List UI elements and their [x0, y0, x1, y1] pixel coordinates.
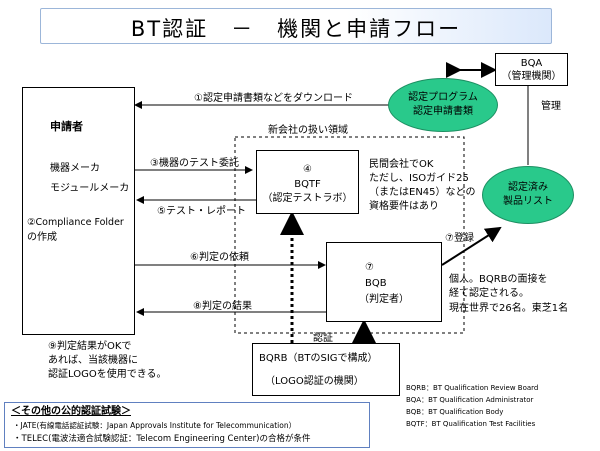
new-company-area-label: 新会社の扱い領域 [268, 125, 348, 136]
new-company-region [234, 136, 465, 334]
bqtf-name: BQTF [294, 179, 321, 190]
bqb-note-line3: 現在世界で26名。東芝1名 [449, 303, 569, 314]
applicant-folder-line2: の作成 [27, 232, 57, 243]
other-tests-telec: ・TELEC(電波法適合試験認証：Telecom Engineering Cen… [13, 434, 311, 444]
bqrb-line2: （LOGO認証の機関） [265, 376, 364, 387]
step9-line1: ⑨判定結果がOKで [48, 341, 132, 352]
certification-label: 認証 [313, 333, 333, 344]
product-ellipse-line2: 製品リスト [503, 196, 553, 207]
certification-program-ellipse: 認定プログラム 認定申請書類 [388, 78, 498, 132]
bqrb-box: BQRB（BTのSIGで構成） （LOGO認証の機関） [252, 343, 400, 396]
bqtf-note-line1: 民間会社でOK [369, 159, 434, 170]
bqb-number: ⑦ [365, 262, 374, 273]
product-ellipse-line1: 認定済み [508, 182, 548, 193]
step9-line2: あれば、当該機器に [48, 355, 138, 366]
bqtf-note-line3: （またはEN45）などの [369, 187, 476, 198]
certified-product-list-ellipse: 認定済み 製品リスト [482, 166, 574, 224]
bqb-note-line1: 個人。BQRBの面接を [449, 274, 548, 285]
abbrev-bqtf: BQTF：BT Qualification Test Facilities [406, 420, 536, 428]
step6-label: ⑥判定の依頼 [190, 252, 249, 263]
other-tests-jate: ・JATE(有線電話認証試験：Japan Approvals Institute… [13, 421, 297, 430]
bqtf-number: ④ [303, 164, 312, 175]
step5-label: ⑤テスト・レポート [157, 206, 246, 217]
abbrev-bqrb: BQRB：BT Qualification Review Board [406, 384, 539, 392]
bqb-note-line2: 経て認定される。 [449, 288, 529, 299]
bqtf-note-line4: 資格要件はあり [369, 201, 439, 212]
bqtf-subtitle: （認定テストラボ） [262, 193, 353, 204]
program-ellipse-line1: 認定プログラム [408, 92, 478, 103]
other-tests-box: ＜その他の公的認証試験＞ ・JATE(有線電話認証試験：Japan Approv… [4, 402, 370, 448]
applicant-folder-line1: ②Compliance Folder [27, 217, 124, 228]
bqa-subtitle: （管理機関） [501, 71, 562, 82]
bqa-name: BQA [520, 58, 543, 69]
bqrb-line1: BQRB（BTのSIGで構成） [259, 353, 378, 364]
step9-line3: 認証LOGOを使用できる。 [48, 369, 167, 380]
applicant-box: 申請者 機器メーカ モジュールメーカ ②Compliance Folder の作… [22, 87, 135, 335]
step3-label: ③機器のテスト委託 [150, 158, 239, 169]
applicant-maker1: 機器メーカ [50, 163, 100, 174]
abbrev-bqb: BQB：BT Qualification Body [406, 408, 504, 416]
bqtf-box: ④ BQTF （認定テストラボ） [256, 150, 359, 214]
admin-label: 管理 [541, 101, 561, 112]
bqb-name: BQB [365, 278, 387, 289]
step7-label: ⑦登録 [445, 233, 474, 244]
abbrev-bqa: BQA：BT Qualification Administrator [406, 396, 534, 404]
title-banner: BT認証 － 機関と申請フロー [40, 8, 552, 44]
bqtf-note-line2: ただし、ISOガイド25 [369, 173, 469, 184]
page-title: BT認証 － 機関と申請フロー [130, 17, 462, 41]
applicant-maker2: モジュールメーカ [50, 183, 130, 194]
program-ellipse-line2: 認定申請書類 [413, 106, 473, 117]
arrow-step7 [441, 226, 502, 266]
bqb-subtitle: （判定者） [359, 294, 409, 305]
other-tests-heading: ＜その他の公的認証試験＞ [11, 406, 131, 417]
step1-label: ①認定申請書類などをダウンロード [194, 93, 353, 104]
step8-label: ⑧判定の結果 [193, 301, 252, 312]
applicant-title: 申請者 [50, 120, 83, 133]
bqb-box: ⑦ BQB （判定者） [326, 242, 442, 322]
bqa-box: BQA （管理機関） [495, 53, 568, 86]
